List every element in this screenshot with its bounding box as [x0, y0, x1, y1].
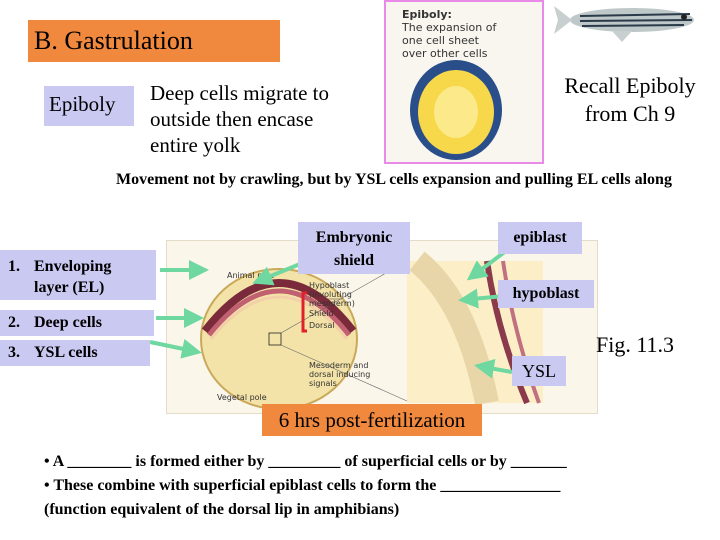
- dorsal-label: Dorsal: [309, 321, 335, 330]
- deep-cells-line: entire yolk: [150, 133, 241, 157]
- inset-caption: The expansion of one cell sheet over oth…: [402, 21, 497, 60]
- zebrafish-image: [554, 6, 694, 42]
- vegetal-pole-label: Vegetal pole: [217, 393, 267, 402]
- ysl-label: YSL: [512, 356, 566, 386]
- ysl-cells-arrow: [149, 338, 202, 359]
- epiblast-label: epiblast: [498, 222, 582, 254]
- epiboly-label: Epiboly: [49, 92, 116, 116]
- deep-cells-line: Deep cells migrate to: [150, 81, 330, 105]
- inset-heading: Epiboly:: [402, 8, 452, 21]
- list-number: 2.: [8, 314, 20, 331]
- recall-note: Recall Epiboly from Ch 9: [564, 73, 696, 126]
- list-text: Enveloping layer (EL): [34, 258, 112, 296]
- hypoblast-arrow: [458, 288, 505, 309]
- slide-title: B. Gastrulation: [34, 26, 193, 55]
- ysl-arrow: [474, 358, 513, 379]
- list-number: 3.: [8, 344, 20, 361]
- deep-cells-item: 2. Deep cells: [0, 310, 154, 336]
- mesoderm-note-label: Mesoderm and dorsal inducing signals: [309, 361, 371, 388]
- title-banner: B. Gastrulation: [28, 20, 280, 62]
- hypoblast-label: hypoblast: [498, 280, 594, 308]
- ysl-cells-item: 3. YSL cells: [0, 340, 150, 366]
- bullet-line: • A ________ is formed either by _______…: [44, 453, 567, 470]
- list-text: YSL cells: [34, 344, 98, 361]
- shield-arrow: [252, 262, 301, 286]
- movement-text: Movement not by crawling, but by YSL cel…: [116, 171, 672, 188]
- bullet-list: • A ________ is formed either by _______…: [44, 450, 714, 522]
- animal-pole-label: Animal pole: [227, 271, 275, 280]
- deep-cells-text: Deep cells migrate to outside then encas…: [150, 80, 380, 158]
- epiboly-inset: Epiboly: The expansion of one cell sheet…: [384, 0, 544, 164]
- epiboly-label-box: Epiboly: [44, 86, 134, 126]
- epiboly-diagram: [410, 60, 502, 160]
- hypoblast-note-label: Hypoblast (involuting mesoderm): [309, 281, 355, 308]
- figure-reference: Fig. 11.3: [596, 332, 675, 357]
- time-label: 6 hrs post-fertilization: [262, 404, 482, 436]
- deep-cells-line: outside then encase: [150, 107, 314, 131]
- bullet-line: (function equivalent of the dorsal lip i…: [44, 501, 400, 518]
- list-text: Deep cells: [34, 314, 102, 331]
- enveloping-layer-item: 1. Enveloping layer (EL): [0, 250, 156, 300]
- bullet-line: • These combine with superficial epiblas…: [44, 477, 561, 494]
- list-number: 1.: [8, 258, 20, 275]
- embryonic-shield-label: Embryonic shield: [298, 222, 410, 274]
- shield-label: Shield: [309, 309, 334, 318]
